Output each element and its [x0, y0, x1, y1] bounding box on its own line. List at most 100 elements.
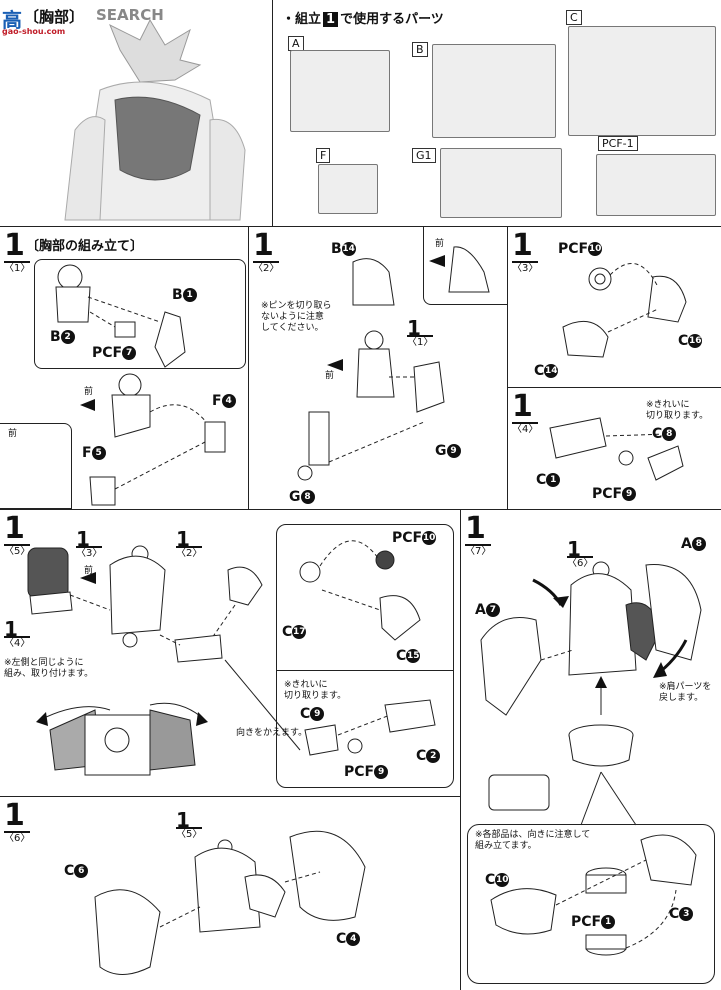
detail-inset: [467, 824, 715, 984]
ref-step-3: 1: [76, 527, 90, 551]
clean-cut-note: ※きれいに 切り取ります。: [284, 680, 347, 701]
step-number: 1: [4, 511, 25, 546]
step-number: 1: [4, 798, 25, 833]
ref-step-2-sub: 〈2〉: [176, 546, 203, 559]
brand-watermark: SEARCH: [96, 6, 164, 24]
step-number: 1: [4, 228, 25, 263]
ref-step-4-sub: 〈4〉: [4, 636, 31, 649]
divider: [0, 509, 721, 510]
step-1-5-drawing: [27, 540, 436, 776]
header-bottom-divider: [0, 226, 721, 227]
divider: [0, 796, 460, 797]
step-sub-number: 〈3〉: [512, 261, 539, 274]
step-number: 1: [512, 389, 533, 424]
figure-illustration: [64, 18, 246, 221]
divider: [507, 227, 508, 509]
label-c17: C17: [282, 624, 307, 640]
label-c16: C16: [678, 333, 703, 349]
runner-label-g1: G1: [412, 148, 436, 163]
pin-note: ※ピンを切り取ら ないように注意 してください。: [261, 301, 332, 333]
runner-label-a: A: [288, 36, 304, 51]
runner-c: [568, 26, 716, 136]
step-1-6-drawing: [94, 830, 366, 975]
ref-step-3-sub: 〈3〉: [76, 546, 103, 559]
divider: [460, 510, 461, 990]
ref-step-6: 1: [567, 537, 581, 561]
runner-label-c: C: [566, 10, 582, 25]
runner-label-b: B: [412, 42, 428, 57]
header-divider: [272, 0, 273, 226]
step-sub-number: 〈7〉: [465, 544, 492, 557]
front-view-inset: [0, 423, 72, 509]
runner-label-f: F: [316, 148, 331, 163]
orientation-note: ※各部品は、向きに注意して 組み立てます。: [475, 830, 591, 851]
runner-label-pcf1: PCF-1: [598, 136, 638, 151]
label-c15: C15: [396, 648, 421, 664]
step-number: 1: [465, 511, 486, 546]
runner-f: [318, 164, 378, 214]
step-sub-number: 〈2〉: [253, 261, 280, 274]
label-pcf10: PCF10: [392, 530, 437, 546]
step-1-7-drawing: [480, 561, 702, 956]
step-number: 1: [253, 228, 274, 263]
runner-pcf1: [596, 154, 716, 216]
ref-step-4: 1: [4, 617, 18, 641]
runner-g1: [440, 148, 562, 218]
label-c10: C10: [485, 872, 510, 888]
label-front-inset: 前: [8, 429, 18, 439]
divider: [248, 227, 249, 509]
step-number: 1: [512, 228, 533, 263]
turn-around-note: 向きをかえます。: [236, 728, 308, 738]
step-1-3-panel: 1 〈3〉 PCF10 C16 C14: [508, 227, 721, 387]
step-sub-number: 〈6〉: [4, 831, 31, 844]
step-title: 〔胸部の組み立て〕: [26, 239, 144, 254]
divider: [508, 387, 721, 388]
return-shoulder-note: ※肩パーツを 戻します。: [659, 682, 712, 703]
ref-step-6-sub: 〈6〉: [567, 556, 594, 569]
clean-cut-note: ※きれいに 切り取ります。: [646, 400, 709, 421]
step-1-2-drawing: [297, 246, 490, 481]
step-sub-number: 〈4〉: [512, 422, 539, 435]
step-sub-number: 〈1〉: [4, 261, 31, 274]
step-sub-number: 〈5〉: [4, 544, 31, 557]
ref-step-5-sub: 〈5〉: [176, 827, 203, 840]
ref-step-5: 1: [176, 808, 190, 832]
step-1-4-drawing: [549, 417, 684, 481]
step-1-1-drawing: [8, 264, 226, 506]
label-b14: B14: [331, 241, 356, 257]
label-front-inset: 前: [435, 239, 445, 249]
ref-step-sub: 〈1〉: [407, 335, 434, 348]
inset-divider: [276, 670, 454, 671]
step-1-3-drawing: [562, 263, 687, 358]
ref-step-number: 1: [407, 316, 421, 340]
label-front: 前: [84, 387, 94, 397]
step-number-badge: 1: [323, 12, 339, 27]
brand-logo: 高: [2, 8, 22, 32]
label-front: 前: [325, 371, 335, 381]
ref-step-2: 1: [176, 527, 190, 551]
runner-a: [290, 50, 390, 132]
